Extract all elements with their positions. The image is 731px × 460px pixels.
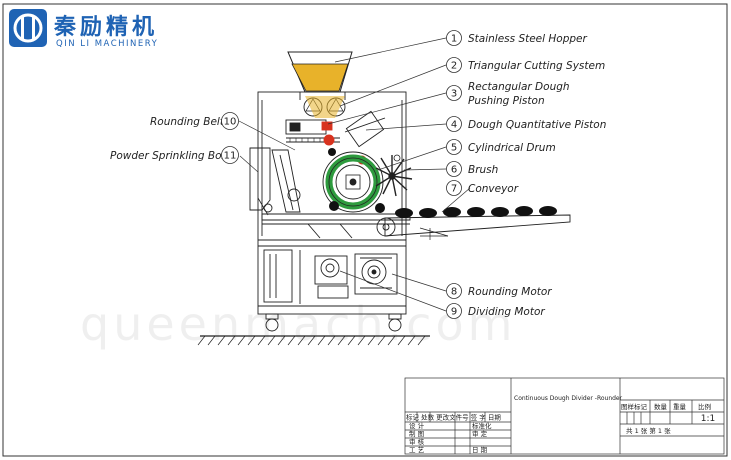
- rounding-belt: [271, 149, 301, 213]
- powder-sprinkling-box: [249, 147, 273, 216]
- callout-8-label: Rounding Motor: [468, 286, 552, 298]
- callout-1: 1 Stainless Steel Hopper: [446, 30, 588, 46]
- callout-5-number: 5: [451, 143, 457, 154]
- tb-header-marking: 图样标记: [621, 402, 648, 411]
- callout-1-label: Stainless Steel Hopper: [468, 33, 588, 45]
- callout-4-number: 4: [451, 120, 457, 131]
- callout-3: 3 Rectangular Dough Pushing Piston: [446, 81, 570, 107]
- callout-11-label: Powder Sprinkling Box: [110, 150, 229, 162]
- callout-6-number: 6: [451, 165, 457, 176]
- callout-2-label: Triangular Cutting System: [468, 60, 605, 72]
- rounding-motor: [354, 253, 398, 295]
- logo-english-name: QIN LI MACHINERY: [56, 39, 158, 49]
- tb-row-approve: 审 定: [472, 429, 488, 438]
- callout-2: 2 Triangular Cutting System: [446, 57, 605, 73]
- tb-row-process: 工 艺: [409, 446, 425, 454]
- callout-6: 6 Brush: [446, 161, 498, 177]
- tb-scale-value: 1:1: [701, 414, 715, 424]
- callout-8: 8 Rounding Motor: [446, 283, 552, 299]
- tb-row-standardize: 标准化: [472, 421, 492, 430]
- callout-6-label: Brush: [468, 164, 498, 176]
- callout-7-number: 7: [451, 184, 457, 195]
- callout-4-label: Dough Quantitative Piston: [468, 119, 606, 131]
- tb-header-weight: 重量: [673, 403, 687, 411]
- drawing-title: Continuous Dough Divider -Rounder: [514, 395, 623, 402]
- stainless-steel-hopper: [287, 51, 353, 100]
- callout-3-label: Rectangular Dough: [468, 81, 570, 93]
- tb-header-qty: 数量: [654, 402, 668, 411]
- tb-header-scale: 比例: [698, 402, 711, 411]
- callout-4: 4 Dough Quantitative Piston: [446, 116, 606, 132]
- callout-8-number: 8: [451, 287, 457, 298]
- callout-3-number: 3: [451, 89, 457, 100]
- callout-11: Powder Sprinkling Box 11: [110, 146, 239, 164]
- conveyor: [376, 206, 571, 240]
- tb-row-design: 设 计: [409, 421, 425, 430]
- triangular-cutting-system: [303, 96, 346, 118]
- tb-row-check: 审 核: [409, 437, 425, 446]
- callout-7: 7 Conveyor: [446, 180, 519, 196]
- callout-2-number: 2: [451, 61, 457, 72]
- callout-5-label: Cylindrical Drum: [468, 142, 556, 154]
- tb-revision-header: 标记 处数 更改文件号 签 字 日期: [406, 413, 501, 422]
- callout-7-label: Conveyor: [468, 183, 519, 195]
- dividing-motor: [314, 255, 349, 299]
- callout-10-number: 10: [224, 117, 237, 128]
- rounded-dough-balls: [395, 206, 557, 218]
- title-block: [404, 377, 725, 455]
- brush: [375, 154, 413, 197]
- callout-11-number: 11: [224, 151, 237, 162]
- company-logo: 秦励精机 QIN LI MACHINERY: [9, 9, 158, 49]
- callout-1-number: 1: [451, 34, 457, 45]
- tb-row-date: 日 期: [472, 446, 488, 454]
- callout-3-label-line2: Pushing Piston: [468, 95, 545, 107]
- callout-10-label: Rounding Belt: [150, 116, 225, 128]
- callout-5: 5 Cylindrical Drum: [446, 139, 556, 155]
- leader-lines: [238, 37, 471, 312]
- sheet-border: [2, 3, 728, 457]
- logo-chinese-name: 秦励精机: [53, 14, 158, 40]
- callout-9-number: 9: [451, 307, 457, 318]
- callout-9: 9 Dividing Motor: [446, 303, 545, 319]
- callout-10: Rounding Belt 10: [150, 112, 239, 130]
- callout-9-label: Dividing Motor: [468, 306, 545, 318]
- tb-sheet-info: 共 1 张 第 1 张: [626, 426, 671, 435]
- tb-row-drawn: 制 图: [409, 429, 424, 438]
